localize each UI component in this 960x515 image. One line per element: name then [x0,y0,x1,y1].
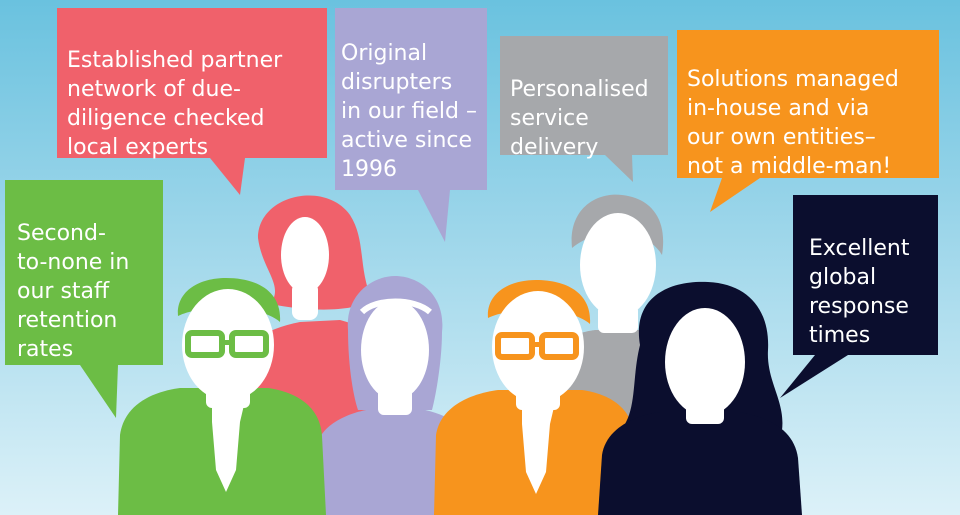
bubble-tail-personalised [605,155,633,182]
bubble-tail-response [780,355,848,398]
bubble-retention: Second- to-none in our staff retention r… [5,180,163,365]
bubble-tail-solutions [710,178,760,212]
bubble-tail-disrupters [418,190,450,242]
bubble-disrupters-text: Original disrupters in our field – activ… [341,41,477,182]
bubble-response-text: Excellent global response times [809,236,910,348]
person-green-man [118,278,326,515]
bubble-personalised-text: Personalised service delivery [510,77,649,160]
bubble-partner-text: Established partner network of due- dili… [67,48,283,160]
bubble-disrupters: Original disrupters in our field – activ… [335,8,487,190]
bubble-solutions-text: Solutions managed in-house and via our o… [687,67,899,179]
bubble-response: Excellent global response times [793,195,938,355]
bubble-retention-text: Second- to-none in our staff retention r… [17,221,130,362]
bubble-solutions: Solutions managed in-house and via our o… [677,30,939,179]
person-navy-woman [598,281,802,515]
bubble-tail-retention [80,365,118,418]
bubble-partner: Established partner network of due- dili… [57,8,327,160]
bubble-personalised: Personalised service delivery [500,36,668,160]
person-orange-man [434,280,638,515]
bubble-tail-partner [210,158,245,195]
